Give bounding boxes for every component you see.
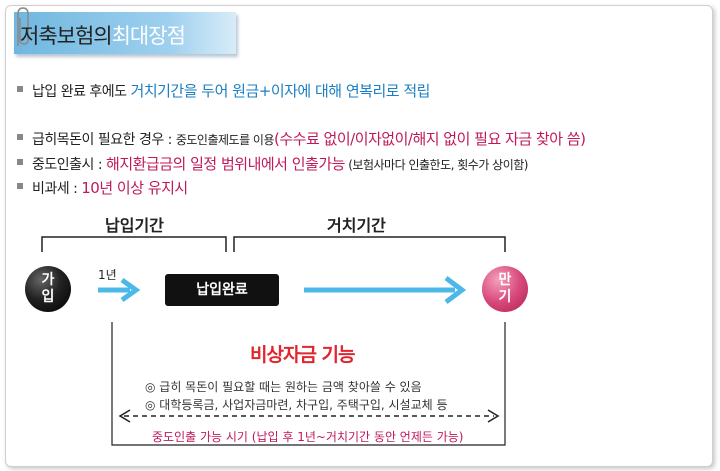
bracket-withdrawal-window xyxy=(111,322,506,446)
maturity-circle: 만 기 xyxy=(482,266,528,312)
bullet-text: 비과세 : xyxy=(32,181,82,197)
emergency-note-1: ◎ 급히 목돈이 필요할 때는 원하는 금액 찾아쓸 수 있음 xyxy=(145,380,422,394)
bullet-highlight: 거치기간을 두어 원금+이자에 대해 연복리로 적립 xyxy=(130,82,431,100)
paperclip-icon xyxy=(17,7,29,46)
join-line1: 가 xyxy=(41,272,55,288)
title-accent-text: 최대장점 xyxy=(111,24,186,48)
one-year-label: 1년 xyxy=(98,268,117,282)
bullet-text: 납입 완료 후에도 xyxy=(32,84,131,100)
maturity-line2: 기 xyxy=(498,289,512,305)
join-circle: 가 입 xyxy=(25,266,71,312)
emergency-note-2: ◎ 대학등록금, 사업자금마련, 차구입, 주택구입, 시설교체 등 xyxy=(145,398,448,412)
bracket-pay-period xyxy=(41,236,227,252)
arrow-to-maturity-head xyxy=(444,276,467,304)
bullet-tax-free: 비과세 : 10년 이상 유지시 xyxy=(17,177,188,198)
bullet-emergency-money: 급히목돈이 필요한 경우 : 중도인출제도를 이용(수수료 없이/이자없이/해지… xyxy=(17,128,586,149)
bullet-small-text: 중도인출제도를 이용 xyxy=(175,133,275,147)
bracket-hold-period xyxy=(233,236,506,252)
label-pay-period: 납입기간 xyxy=(105,216,164,235)
dashed-arrow-right-head xyxy=(487,409,500,423)
withdrawal-period-text: 중도인출 가능 시기 (납입 후 1년~거치기간 동안 언제든 가능) xyxy=(152,430,464,444)
arrow-one-year-head xyxy=(120,277,141,303)
bullet-text: 급히목돈이 필요한 경우 : xyxy=(32,132,176,148)
bullet-highlight: 10년 이상 유지시 xyxy=(81,179,188,197)
label-hold-period: 거치기간 xyxy=(327,216,386,235)
bullet-compound-interest: 납입 완료 후에도 거치기간을 두어 원금+이자에 대해 연복리로 적립 xyxy=(17,80,430,101)
bullet-highlight: 해지환급금의 일정 범위내에서 인출가능 xyxy=(106,155,345,173)
content-frame xyxy=(5,5,713,467)
page-title: 저축보험의최대장점 xyxy=(20,20,186,50)
bullet-withdrawal: 중도인출시 : 해지환급금의 일정 범위내에서 인출가능 (보험사마다 인출한도… xyxy=(17,153,528,174)
payment-complete-box: 납입완료 xyxy=(165,274,279,306)
join-line2: 입 xyxy=(41,289,55,305)
title-main-text: 저축보험의 xyxy=(20,24,113,48)
bullet-small-text: (보험사마다 인출한도, 횟수가 상이함) xyxy=(344,158,528,172)
title-banner xyxy=(14,12,236,54)
bullet-highlight: (수수료 없이/이자없이/해지 없이 필요 자금 찾아 씀) xyxy=(274,130,586,148)
maturity-line1: 만 xyxy=(498,272,512,288)
dashed-arrow-left-head xyxy=(118,409,131,423)
emergency-fund-title: 비상자금 기능 xyxy=(250,344,355,366)
bullet-text: 중도인출시 : xyxy=(32,157,107,173)
